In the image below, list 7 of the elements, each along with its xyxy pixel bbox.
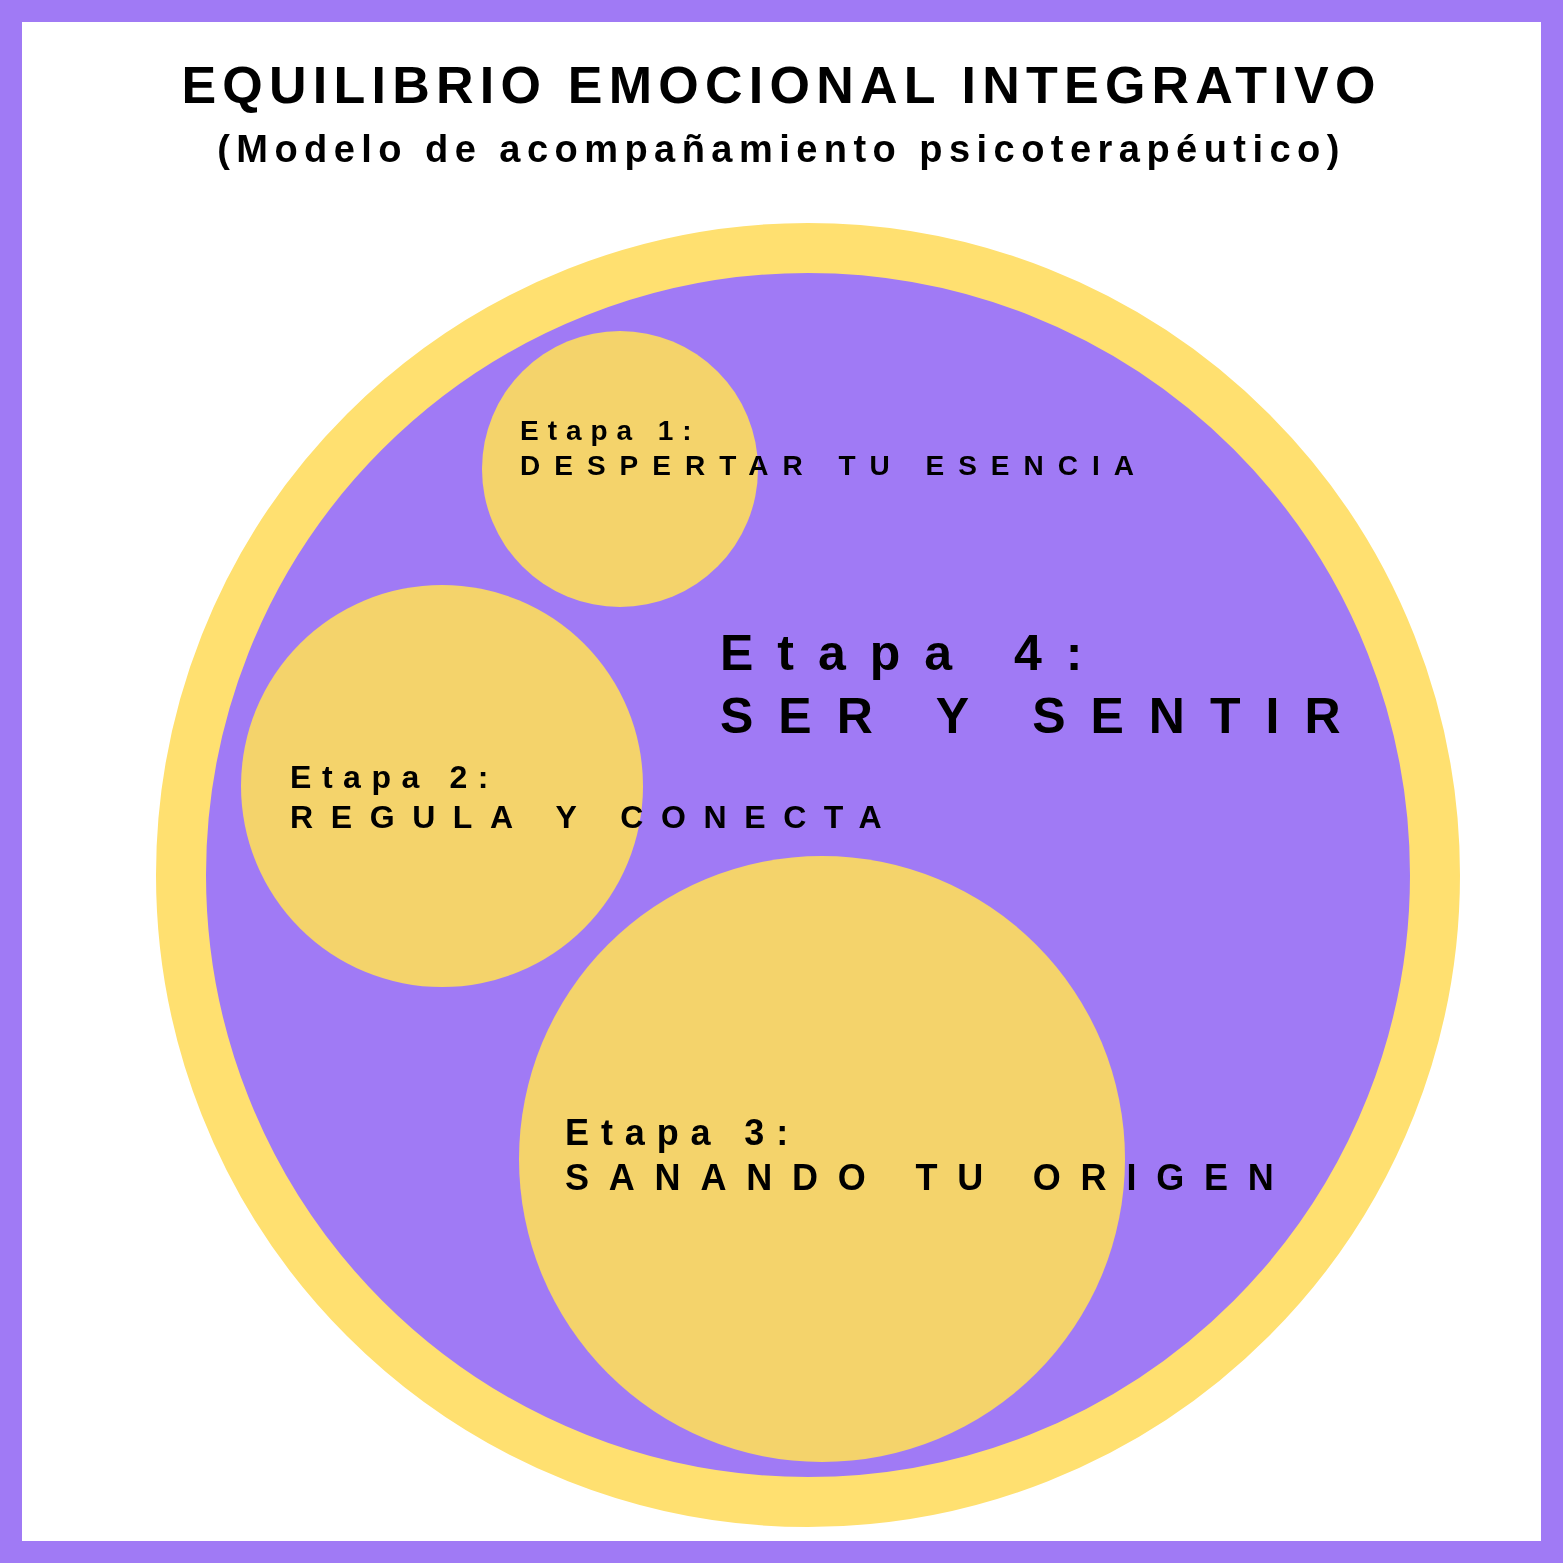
stage-label: Etapa 2: [290, 758, 499, 797]
stage-title: SER Y SENTIR [720, 686, 1366, 746]
stage-label: Etapa 4: [720, 624, 1107, 683]
subtitle: (Modelo de acompañamiento psicoterapéutico) [216, 128, 1347, 171]
stage-label: Etapa 3: [565, 1111, 801, 1155]
title: EQUILIBRIO EMOCIONAL INTEGRATIVO [180, 55, 1383, 115]
stage-label: Etapa 1: [520, 414, 701, 448]
